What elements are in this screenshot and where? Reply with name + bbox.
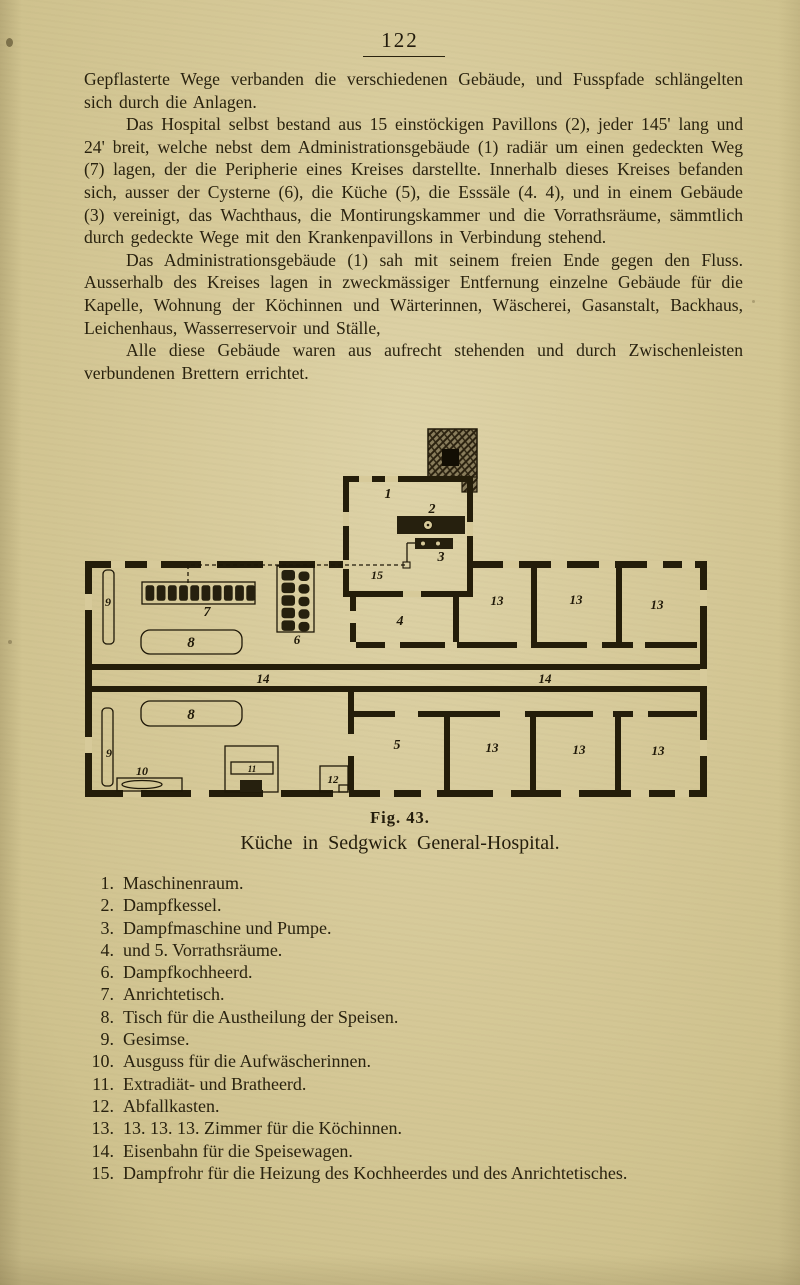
legend-number: 2.: [100, 895, 115, 916]
legend-number: 4.: [100, 939, 115, 960]
legend-item-7: 7. Anrichtetisch.: [78, 983, 738, 1005]
legend-item-11: 11. Extradiät- und Bratheerd.: [78, 1073, 738, 1095]
figure-number: Fig. 43.: [370, 808, 430, 827]
legend-text: Dampfrohr für die Heizung des Kochheerde…: [123, 1162, 628, 1183]
legend-number: 13.: [91, 1118, 115, 1139]
legend-number: 8.: [100, 1006, 115, 1027]
paper-blemish: [6, 38, 13, 47]
legend-item-12: 12. Abfallkasten.: [78, 1095, 738, 1117]
legend-item-6: 6. Dampfkochheerd.: [78, 961, 738, 983]
table-label-8-top: 8: [187, 635, 195, 651]
paragraph-2: Das Hospital selbst bestand aus 15 einst…: [84, 114, 743, 248]
dark-fixtures-group: [145, 516, 465, 792]
paper-blemish: [752, 300, 755, 303]
legend-item-4-5: 4. und 5. Vorrathsräume.: [78, 939, 738, 961]
flue-opening: [442, 449, 459, 466]
table-8-top: [140, 629, 243, 655]
legend-text: Abfallkasten.: [123, 1095, 220, 1116]
table-label-8-bottom: 8: [187, 707, 195, 723]
legend-number: 12.: [91, 1095, 115, 1116]
sink-10: [116, 777, 183, 792]
legend-text: Dampfmaschine und Pumpe.: [123, 917, 332, 938]
legend-number: 10.: [91, 1051, 115, 1072]
paper-blemish: [8, 640, 12, 644]
paragraph-4: Alle diese Gebäude waren aus aufrecht st…: [84, 340, 743, 383]
legend-item-14: 14. Eisenbahn für die Speisewagen.: [78, 1140, 738, 1162]
legend-text: Eisenbahn für die Speisewagen.: [123, 1140, 353, 1161]
shelf-9-bottom: [101, 707, 114, 787]
waste-box-12: [319, 765, 349, 793]
legend-number: 14.: [91, 1140, 115, 1161]
legend-number: 9.: [100, 1029, 115, 1050]
legend-text: Dampfkessel.: [123, 895, 222, 916]
room-label-13b: 13: [570, 592, 584, 607]
legend-item-9: 9. Gesimse.: [78, 1028, 738, 1050]
legend-item-15: 15. Dampfrohr für die Heizung des Kochhee…: [78, 1162, 738, 1184]
shelf-label-9-bottom: 9: [106, 746, 112, 760]
chimney-block: [427, 428, 478, 493]
figure-43-floor-plan: 1 2 3 15 9 7 8 6 4 13 13 13 14 14 8 9 10…: [85, 424, 710, 811]
legend-number: 1.: [100, 873, 115, 893]
room-label-13a: 13: [491, 593, 505, 608]
range-label-6: 6: [294, 632, 301, 647]
legend-number: 11.: [92, 1073, 114, 1094]
legend-item-10: 10. Ausguss für die Aufwäscherinnen.: [78, 1050, 738, 1072]
legend-text: Maschinenraum.: [123, 873, 244, 893]
paragraph-3: Das Administrationsgebäude (1) sah mit s…: [84, 249, 743, 338]
box-label-12: 12: [328, 774, 340, 786]
pipe-label-15: 15: [371, 568, 383, 582]
room-label-13d: 13: [486, 740, 500, 755]
corridor-label-14b: 14: [539, 671, 553, 686]
figure-caption: Küche in Sedgwick General-Hospital.: [240, 832, 560, 854]
corridor-label-14a: 14: [257, 671, 271, 686]
wall-openings-group: [85, 476, 707, 797]
sink-label-10: 10: [136, 764, 148, 778]
legend-number: 15.: [91, 1162, 115, 1183]
kitchen-floor-plan-svg: 1 2 3 15 9 7 8 6 4 13 13 13 14 14 8 9 10…: [85, 428, 707, 797]
legend-number: 3.: [100, 917, 115, 938]
room-label-2: 2: [428, 502, 436, 517]
steam-range-6: [276, 565, 315, 633]
steam-pipe-15: [187, 564, 407, 583]
room-label-13c: 13: [651, 597, 665, 612]
legend-item-13: 13. 13. 13. 13. Zimmer für die Köchinnen.: [78, 1117, 738, 1139]
room-label-1: 1: [385, 487, 392, 502]
legend-number: 6.: [100, 962, 115, 983]
table-label-7: 7: [204, 605, 212, 620]
room-label-3: 3: [437, 550, 445, 565]
legend-text: Ausguss für die Aufwäscherinnen.: [123, 1051, 371, 1072]
hearth-label-11: 11: [248, 764, 257, 774]
legend-text: Tisch für die Austheilung der Speisen.: [123, 1006, 399, 1027]
paragraph-1: Gepflasterte Wege verbanden die verschie…: [84, 69, 743, 112]
body-text: Gepflasterte Wege verbanden die verschie…: [84, 68, 743, 384]
legend-item-3: 3. Dampfmaschine und Pumpe.: [78, 917, 738, 939]
legend-text: Dampfkochheerd.: [123, 962, 253, 983]
room-label-13e: 13: [573, 742, 587, 757]
legend-item-8: 8. Tisch für die Austheilung der Speisen.: [78, 1006, 738, 1028]
room-label-13f: 13: [652, 743, 666, 758]
page-number-rule: [363, 56, 445, 57]
room-labels-group: 1 2 3 15 9 7 8 6 4 13 13 13 14 14 8 9 10…: [105, 487, 665, 786]
room-label-4: 4: [396, 614, 404, 629]
shelf-label-9-top: 9: [105, 595, 111, 609]
table-8-bottom: [140, 700, 243, 727]
legend-text: Gesimse.: [123, 1029, 190, 1050]
room-label-5: 5: [394, 738, 401, 753]
legend-number: 7.: [100, 984, 115, 1005]
legend-item-2: 2. Dampfkessel.: [78, 894, 738, 916]
legend-text: und 5. Vorrathsräume.: [123, 939, 283, 960]
legend-text: Extradiät- und Bratheerd.: [123, 1073, 307, 1094]
legend-text: Anrichtetisch.: [123, 984, 225, 1005]
figure-legend: 1. Maschinenraum. 2. Dampfkessel. 3. Dampfm…: [78, 872, 738, 1184]
page-number: 122: [381, 28, 419, 52]
shelf-9-top: [102, 569, 115, 645]
legend-item-1: 1. Maschinenraum.: [78, 872, 738, 894]
legend-text: 13. 13. 13. Zimmer für die Köchinnen.: [123, 1118, 402, 1139]
engine-pump-3: [415, 538, 453, 549]
